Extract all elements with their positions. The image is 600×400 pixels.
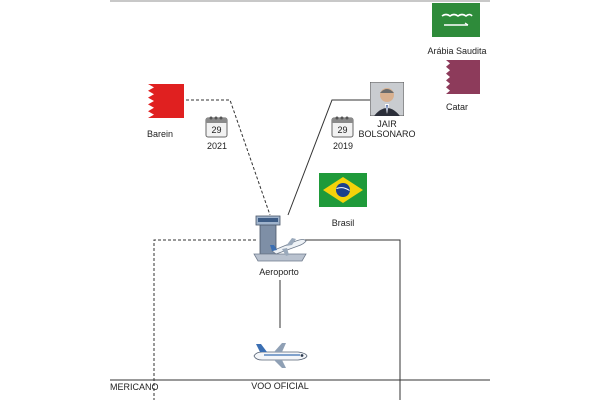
- label-americano: MERICANO: [110, 382, 159, 392]
- airport-icon: [252, 214, 308, 264]
- label-aeroporto: Aeroporto: [259, 267, 299, 277]
- label-arabia-saudita: Arábia Saudita: [427, 46, 487, 56]
- label-voo-oficial: VOO OFICIAL: [251, 381, 309, 391]
- label-barein: Barein: [146, 129, 173, 139]
- svg-text:29: 29: [337, 125, 347, 135]
- label-brasil: Brasil: [331, 218, 355, 228]
- flag-brasil-icon: [319, 173, 367, 207]
- edge-aeroporto-right: [300, 239, 401, 400]
- person-photo-icon: [369, 81, 405, 117]
- label-2021: 2021: [206, 141, 228, 151]
- flag-barein-icon: [136, 84, 184, 118]
- edge-aeroporto-left: [153, 239, 256, 400]
- flag-catar-icon: [432, 60, 480, 94]
- airplane-icon: [252, 340, 308, 370]
- edge-barein-aeroporto: [186, 99, 271, 216]
- label-catar: Catar: [445, 102, 468, 112]
- svg-text:29: 29: [211, 125, 221, 135]
- edge-bolsonaro-aeroporto: [287, 99, 370, 216]
- calendar-icon: 29: [331, 115, 355, 139]
- calendar-icon: 29: [205, 115, 229, 139]
- label-2019: 2019: [332, 141, 354, 151]
- label-jair-bolsonaro: JAIR BOLSONARO: [358, 119, 416, 139]
- top-border: [110, 0, 490, 2]
- flag-arabia-saudita-icon: [432, 3, 480, 37]
